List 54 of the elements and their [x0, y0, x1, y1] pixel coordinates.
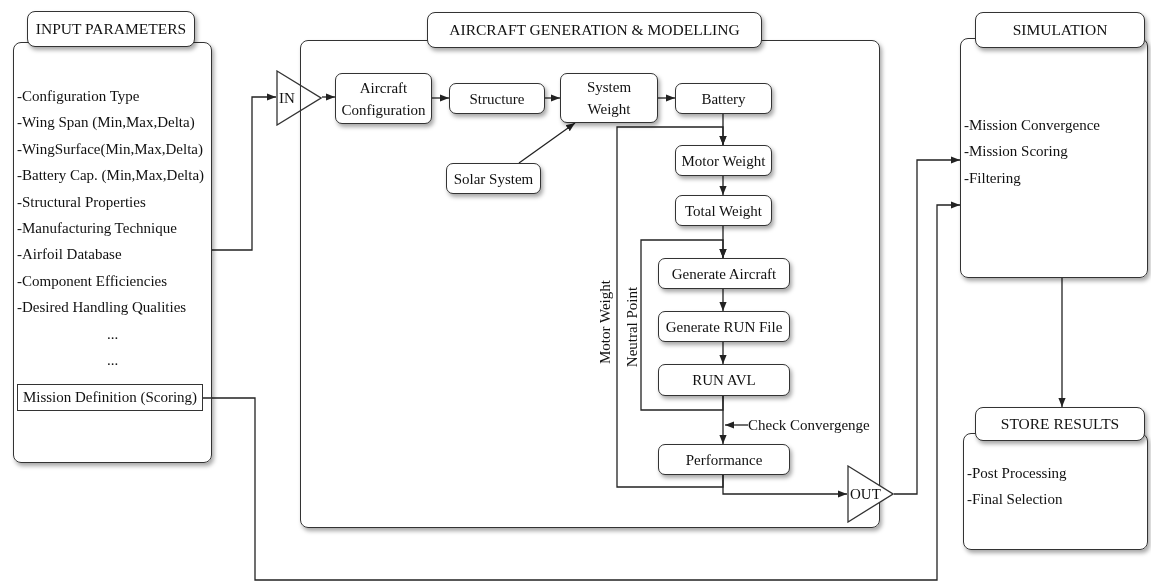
process-box: Aircraft Configuration: [335, 73, 432, 124]
list-item: -Filtering: [964, 168, 1021, 187]
list-item: -Structural Properties: [17, 192, 146, 211]
arrow: [719, 175, 727, 196]
process-box: RUN AVL: [658, 364, 790, 396]
process-box: Total Weight: [675, 195, 772, 226]
process-box: Performance: [658, 444, 790, 475]
edge-label: Neutral Point: [624, 285, 640, 369]
list-item: -Manufacturing Technique: [17, 219, 177, 237]
arrow: [616, 126, 727, 488]
annotation-text: Check Convergenge: [748, 416, 876, 435]
arrow: [202, 201, 961, 581]
panel-header: SIMULATION: [975, 12, 1145, 48]
arrow: [321, 93, 336, 101]
list-item: -Airfoil Database: [17, 245, 122, 264]
arrow: [722, 474, 848, 498]
process-box: System Weight: [560, 73, 658, 123]
list-item: -Wing Span (Min,Max,Delta): [17, 113, 195, 132]
process-box: Generate RUN File: [658, 311, 790, 342]
arrow: [719, 288, 727, 312]
process-box: Battery: [675, 83, 772, 114]
arrow: [544, 94, 561, 102]
arrow: [211, 93, 277, 251]
edge-label: Motor Weight: [597, 279, 613, 365]
list-item: -Post Processing: [967, 464, 1067, 482]
list-item: -Battery Cap. (Min,Max,Delta): [17, 166, 205, 185]
list-item: ...: [105, 324, 120, 343]
panel-header: INPUT PARAMETERS: [27, 11, 195, 47]
process-box: Solar System: [446, 163, 541, 194]
arrow: [724, 421, 749, 429]
arrow: [431, 94, 450, 102]
arrow: [719, 341, 727, 365]
arrow: [1058, 277, 1066, 408]
list-item: -WingSurface(Min,Max,Delta): [17, 139, 203, 158]
port-label: OUT: [850, 485, 881, 504]
list-item: -Mission Convergence: [964, 116, 1100, 134]
list-item: -Final Selection: [967, 490, 1063, 509]
arrow: [719, 395, 727, 445]
process-box: Generate Aircraft: [658, 258, 790, 289]
arrow: [657, 94, 676, 102]
arrow: [640, 239, 727, 411]
panel-header: STORE RESULTS: [975, 407, 1145, 441]
process-box: Motor Weight: [675, 145, 772, 176]
panel-header: AIRCRAFT GENERATION & MODELLING: [427, 12, 762, 48]
list-item: ...: [105, 351, 120, 369]
port-label: IN: [279, 89, 295, 108]
arrow: [518, 122, 576, 164]
list-item: -Desired Handling Qualities: [17, 298, 187, 317]
list-item: -Configuration Type: [17, 87, 140, 105]
process-box: Structure: [449, 83, 545, 114]
arrow: [893, 156, 961, 495]
list-item: -Component Efficiencies: [17, 271, 168, 290]
list-item: -Mission Scoring: [964, 142, 1068, 161]
input-box: Mission Definition (Scoring): [17, 384, 203, 411]
